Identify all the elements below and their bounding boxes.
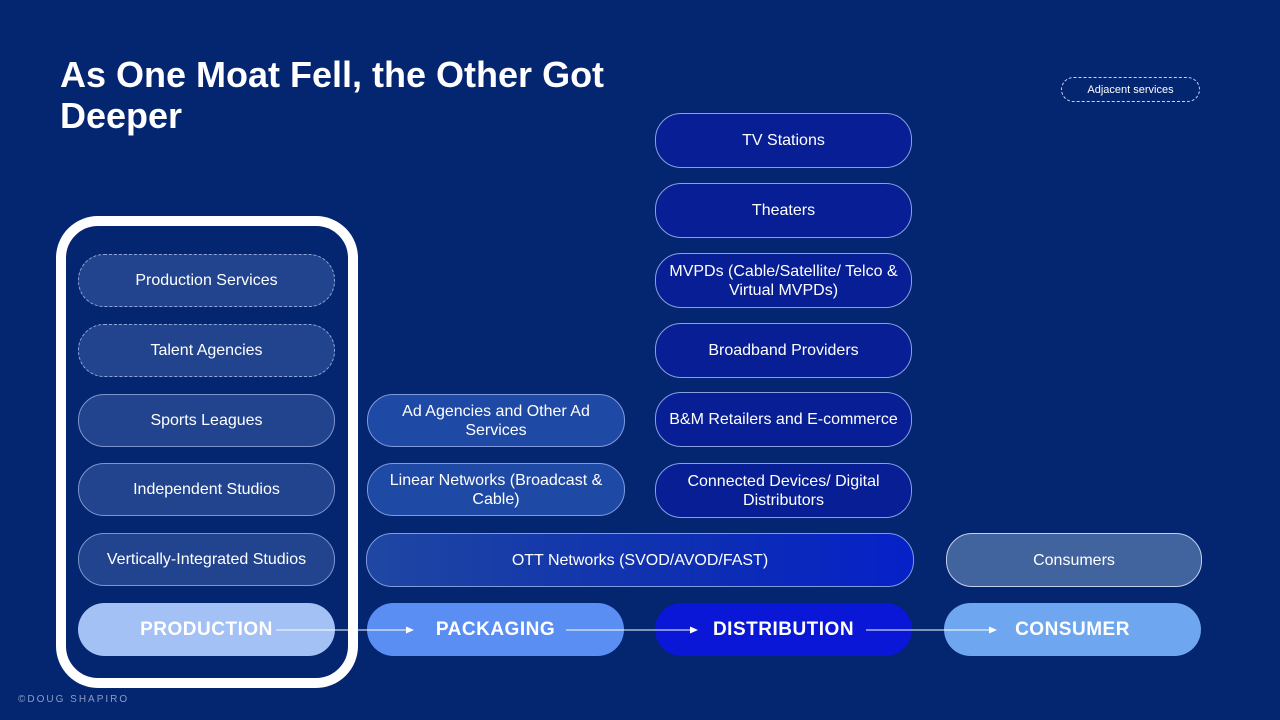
stage-production: PRODUCTION [78, 603, 335, 656]
connected-devices-box: Connected Devices/ Digital Distributors [655, 463, 912, 518]
theaters-box: Theaters [655, 183, 912, 238]
consumers-box: Consumers [946, 533, 1202, 587]
copyright-notice: ©DOUG SHAPIRO [18, 694, 130, 705]
ott-networks-box: OTT Networks (SVOD/AVOD/FAST) [366, 533, 914, 587]
page-title: As One Moat Fell, the Other Got Deeper [60, 54, 605, 136]
broadband-providers-box: Broadband Providers [655, 323, 912, 378]
tv-stations-box: TV Stations [655, 113, 912, 168]
legend-adjacent-services: Adjacent services [1061, 77, 1200, 102]
production-services-box: Production Services [78, 254, 335, 307]
stage-packaging: PACKAGING [367, 603, 624, 656]
stage-distribution: DISTRIBUTION [655, 603, 912, 656]
vertically-integrated-studios-box: Vertically-Integrated Studios [78, 533, 335, 586]
bm-retailers-box: B&M Retailers and E-commerce [655, 392, 912, 447]
mvpds-box: MVPDs (Cable/Satellite/ Telco & Virtual … [655, 253, 912, 308]
production-moat-outline [56, 216, 358, 688]
sports-leagues-box: Sports Leagues [78, 394, 335, 447]
independent-studios-box: Independent Studios [78, 463, 335, 516]
linear-networks-box: Linear Networks (Broadcast & Cable) [367, 463, 625, 516]
talent-agencies-box: Talent Agencies [78, 324, 335, 377]
stage-consumer: CONSUMER [944, 603, 1201, 656]
ad-agencies-box: Ad Agencies and Other Ad Services [367, 394, 625, 447]
